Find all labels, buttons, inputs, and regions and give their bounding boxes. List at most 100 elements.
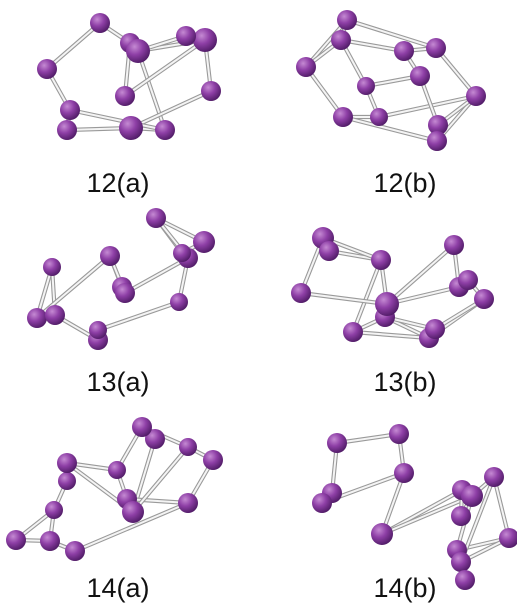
panel-12b: 12(b): [296, 10, 486, 198]
atoms-14a: [6, 417, 223, 561]
atom: [203, 450, 223, 470]
atom: [193, 231, 215, 253]
bond-highlight: [386, 244, 455, 305]
bonds-14b: [319, 431, 512, 583]
atom: [170, 293, 188, 311]
atom: [484, 467, 504, 487]
atom: [57, 453, 77, 473]
bond-highlight: [46, 22, 101, 70]
atom: [410, 66, 430, 86]
atom: [145, 429, 165, 449]
caption-13b: 13(b): [373, 367, 436, 397]
atom: [6, 530, 26, 550]
bond-highlight: [132, 446, 189, 513]
atom: [45, 305, 65, 325]
bond-highlight: [352, 259, 382, 333]
atom: [178, 493, 198, 513]
atom: [371, 250, 391, 270]
bond-highlight: [336, 433, 400, 444]
atom: [455, 570, 475, 590]
atom: [333, 107, 353, 127]
bond-highlight: [97, 301, 180, 331]
bond-highlight: [137, 50, 166, 131]
bond-highlight: [124, 257, 189, 294]
atom: [296, 57, 316, 77]
atom: [466, 86, 486, 106]
atom: [375, 292, 399, 316]
atom: [319, 241, 339, 261]
atom: [40, 531, 60, 551]
atom: [428, 115, 448, 135]
atom: [45, 501, 63, 519]
atom: [60, 100, 80, 120]
bond-highlight: [74, 502, 189, 552]
atom: [389, 424, 409, 444]
atom: [371, 523, 393, 545]
caption-14b: 14(b): [373, 573, 436, 603]
atoms-13b: [291, 227, 494, 348]
bond-highlight: [69, 109, 166, 131]
atom: [122, 501, 144, 523]
bond-highlight: [340, 39, 405, 52]
atoms-14b: [312, 424, 517, 590]
atom: [89, 321, 107, 339]
atoms-12a: [37, 13, 221, 140]
atom: [57, 120, 77, 140]
atom: [337, 10, 357, 30]
atom: [451, 506, 471, 526]
atom: [357, 77, 375, 95]
atom: [458, 270, 478, 290]
bond-highlight: [378, 95, 477, 118]
bond-highlight: [381, 495, 473, 535]
atom: [499, 528, 517, 548]
panel-13a: 13(a): [27, 208, 215, 397]
atom: [27, 308, 47, 328]
atom: [37, 59, 57, 79]
atom: [100, 246, 120, 266]
atom: [179, 438, 197, 456]
atom: [108, 461, 126, 479]
atom: [425, 319, 445, 339]
panel-13b: 13(b): [291, 227, 494, 397]
atom: [126, 39, 150, 63]
bond-highlight: [126, 498, 189, 504]
atom: [155, 120, 175, 140]
atom: [426, 38, 446, 58]
atom: [119, 116, 143, 140]
atoms-13a: [27, 208, 215, 350]
atom: [331, 30, 351, 50]
bond-highlight: [352, 331, 430, 339]
atom: [115, 283, 135, 303]
caption-14a: 14(a): [86, 573, 149, 603]
atom: [444, 235, 464, 255]
atom: [343, 322, 363, 342]
bond-highlight: [342, 116, 438, 142]
atom: [115, 86, 135, 106]
atom: [58, 472, 76, 490]
atom: [173, 244, 191, 262]
atom: [474, 289, 494, 309]
bond-highlight: [435, 47, 477, 97]
atom: [146, 208, 166, 228]
bond-highlight: [124, 39, 206, 97]
bond-highlight: [386, 286, 460, 305]
panel-14b: 14(b): [312, 424, 517, 603]
bond-highlight: [493, 476, 510, 539]
atom: [427, 131, 447, 151]
bond-highlight: [305, 66, 344, 118]
panel-12a: 12(a): [37, 13, 221, 198]
bond-highlight: [130, 90, 212, 129]
atom: [451, 552, 471, 572]
atom: [193, 28, 217, 52]
atom: [370, 108, 388, 126]
atom: [201, 81, 221, 101]
atom: [90, 13, 110, 33]
atoms-12b: [296, 10, 486, 151]
caption-12b: 12(b): [373, 168, 436, 198]
bond-highlight: [300, 292, 388, 305]
atom: [291, 283, 311, 303]
panel-14a: 14(a): [6, 417, 223, 603]
caption-13a: 13(a): [86, 367, 149, 397]
atom: [65, 541, 85, 561]
bond-highlight: [346, 19, 437, 49]
